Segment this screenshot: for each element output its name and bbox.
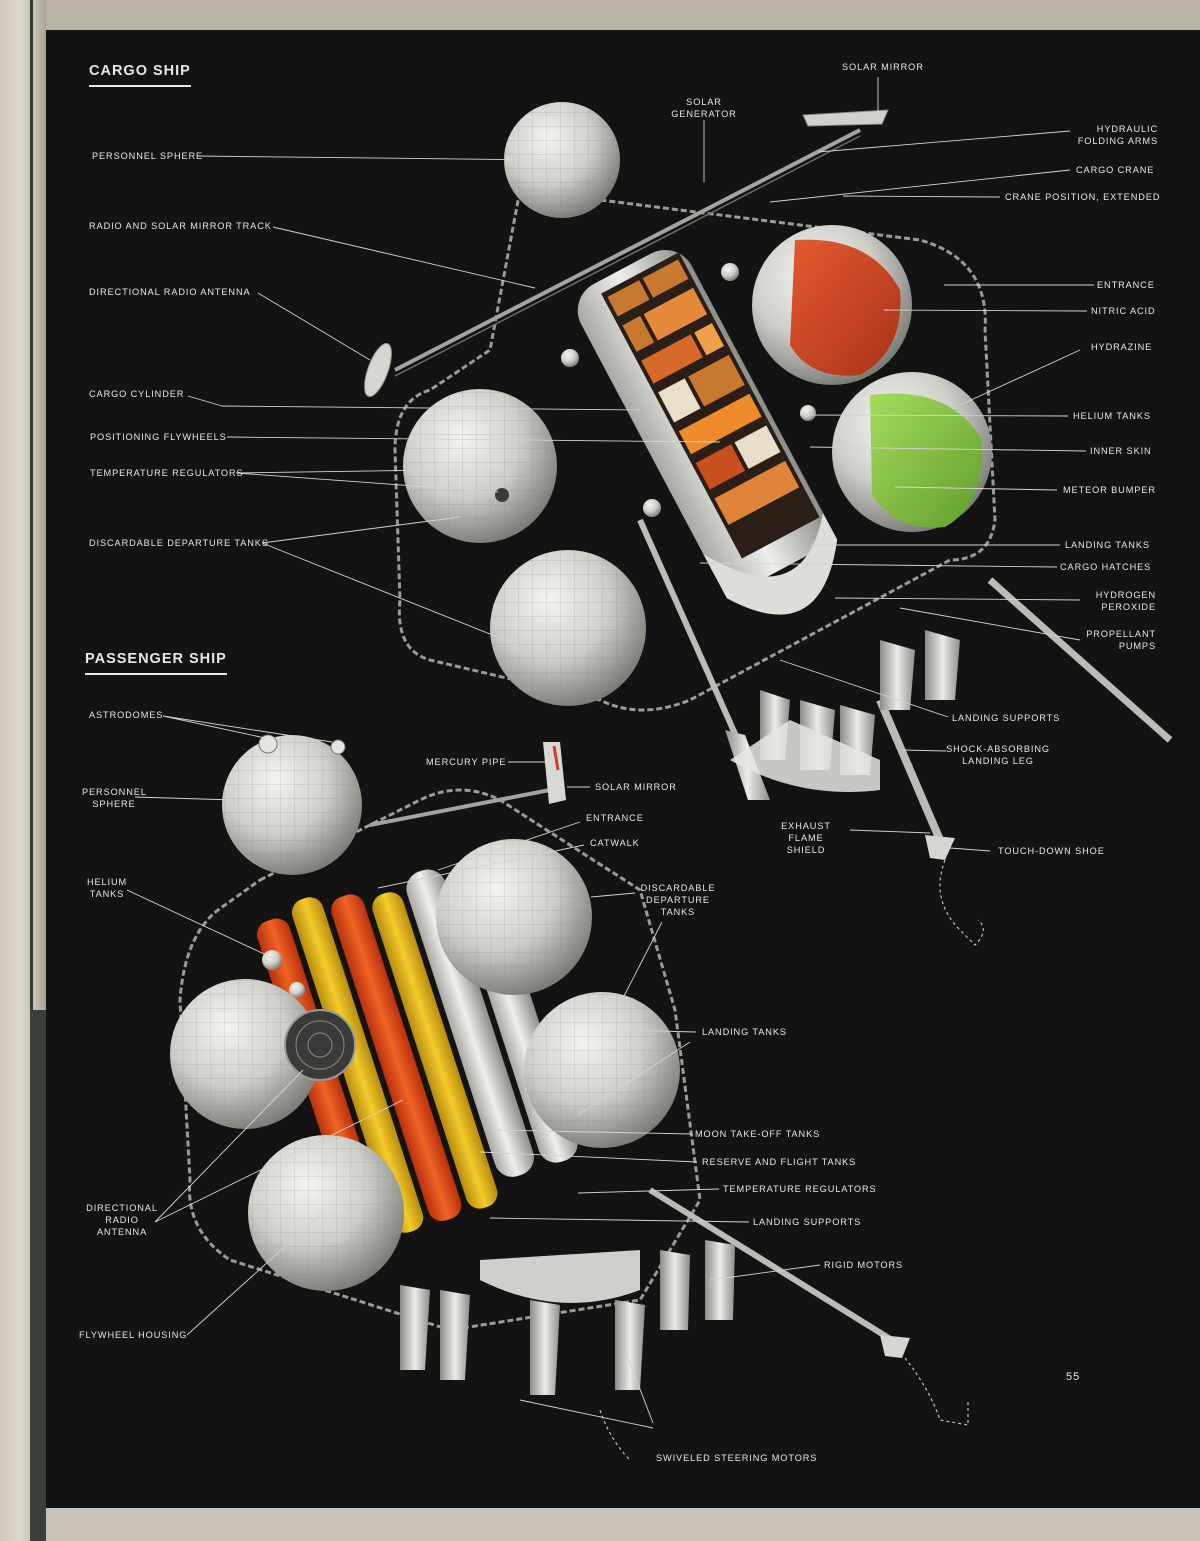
label-temperature-regulators: TEMPERATURE REGULATORS [90, 468, 244, 478]
label-positioning-flywheels: POSITIONING FLYWHEELS [90, 432, 227, 442]
cargo-antenna-dish [364, 342, 392, 398]
touch-down-shoe [925, 835, 955, 860]
label-hydrogen-peroxide: HYDROGEN PEROXIDE [1095, 590, 1156, 612]
label-touch-down-shoe: TOUCH-DOWN SHOE [998, 846, 1105, 856]
page-spine [0, 0, 46, 1541]
label-cargo-cylinder: CARGO CYLINDER [89, 389, 185, 399]
mercury-pipe [543, 742, 566, 804]
label-rigid-motors: RIGID MOTORS [824, 1260, 904, 1270]
label-directional-antenna: DIRECTIONAL RADIO ANTENNA [89, 287, 251, 297]
label-inner-skin: INNER SKIN [1090, 446, 1152, 456]
cargo-landing-leg-right [987, 577, 1173, 743]
label-reserve-flight-tanks: RESERVE AND FLIGHT TANKS [702, 1157, 857, 1167]
label-passenger-landing-supports: LANDING SUPPORTS [753, 1217, 862, 1227]
label-passenger-entrance: ENTRANCE [586, 813, 644, 823]
label-passenger-helium-tanks: HELIUM TANKS [86, 877, 128, 899]
passenger-landing-leg [648, 1187, 902, 1348]
spine-shadow [30, 1010, 46, 1541]
label-personnel-sphere: PERSONNEL SPHERE [92, 151, 204, 161]
cargo-ship-heading: CARGO SHIP [89, 63, 191, 87]
label-solar-generator: SOLAR GENERATOR [671, 97, 737, 119]
label-shock-absorbing-leg: SHOCK-ABSORBING LANDING LEG [946, 744, 1050, 766]
cargo-solar-mirror [802, 109, 889, 127]
label-hydrazine: HYDRAZINE [1091, 342, 1153, 352]
label-radio-mirror-track: RADIO AND SOLAR MIRROR TRACK [89, 221, 272, 231]
label-landing-tanks: LANDING TANKS [1065, 540, 1150, 550]
label-nitric-acid: NITRIC ACID [1091, 306, 1156, 316]
passenger-frame [178, 788, 702, 1332]
label-passenger-departure-tanks: DISCARDABLE DEPARTURE TANKS [640, 883, 716, 917]
spaceship-illustration [126, 77, 1173, 1461]
passenger-ship [170, 734, 969, 1461]
label-landing-supports: LANDING SUPPORTS [952, 713, 1061, 723]
label-flywheel-housing: FLYWHEEL HOUSING [79, 1330, 188, 1340]
label-mercury-pipe: MERCURY PIPE [426, 757, 507, 767]
astrodome [258, 734, 278, 754]
label-exhaust-flame-shield: EXHAUST FLAME SHIELD [781, 821, 831, 855]
illustration-page: CARGO SHIP PASSENGER SHIP PERSONNEL SPHE… [46, 30, 1200, 1508]
label-helium-tanks: HELIUM TANKS [1073, 411, 1151, 421]
label-passenger-landing-tanks: LANDING TANKS [702, 1027, 787, 1037]
passenger-antenna-dish [284, 1009, 356, 1081]
cargo-frame [393, 188, 997, 712]
label-propellant-pumps: PROPELLANT PUMPS [1086, 629, 1156, 651]
page-number: 55 [1066, 1371, 1081, 1383]
label-entrance: ENTRANCE [1097, 280, 1155, 290]
page-margin [46, 1508, 1200, 1541]
label-astrodomes: ASTRODOMES [89, 710, 164, 720]
leader-lines [126, 77, 1094, 1429]
label-passenger-directional-antenna: DIRECTIONAL RADIO ANTENNA [86, 1203, 158, 1237]
label-cargo-crane: CARGO CRANE [1076, 165, 1155, 175]
label-passenger-solar-mirror: SOLAR MIRROR [595, 782, 677, 792]
passenger-motors [400, 1240, 735, 1395]
label-meteor-bumper: METEOR BUMPER [1063, 485, 1156, 495]
cargo-ship [364, 102, 1173, 946]
label-passenger-temperature-regulators: TEMPERATURE REGULATORS [723, 1184, 877, 1194]
shock-absorbing-leg [876, 698, 944, 842]
label-hydraulic-arms: HYDRAULIC FOLDING ARMS [1077, 124, 1158, 146]
label-departure-tanks: DISCARDABLE DEPARTURE TANKS [89, 538, 269, 548]
cargo-engines [725, 630, 960, 800]
cargo-cylinder [577, 249, 838, 615]
label-passenger-personnel-sphere: PERSONNEL SPHERE [82, 787, 147, 809]
label-moon-takeoff-tanks: MOON TAKE-OFF TANKS [695, 1129, 821, 1139]
passenger-ship-heading: PASSENGER SHIP [85, 651, 227, 675]
radio-mirror-track [394, 128, 861, 372]
label-catwalk: CATWALK [590, 838, 640, 848]
passenger-propellant-tanks [256, 869, 578, 1246]
label-cargo-hatches: CARGO HATCHES [1060, 562, 1152, 572]
label-swiveled-steering-motors: SWIVELED STEERING MOTORS [656, 1453, 818, 1463]
label-solar-mirror: SOLAR MIRROR [842, 62, 924, 72]
label-crane-extended: CRANE POSITION, EXTENDED [1005, 192, 1161, 202]
